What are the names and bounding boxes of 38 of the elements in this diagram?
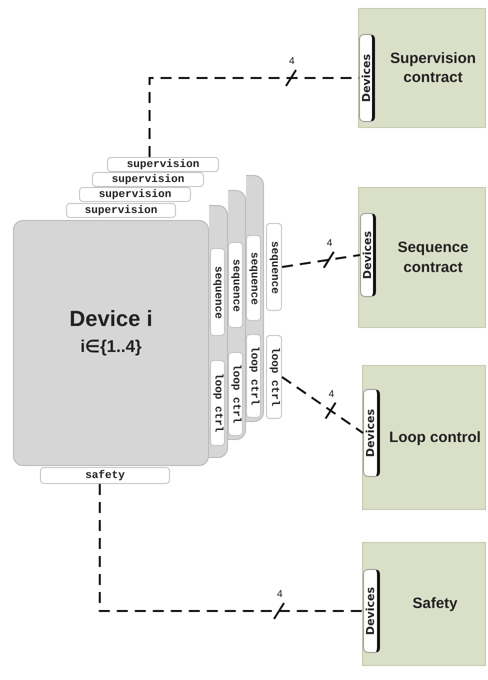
port-tab: loop ctrl	[266, 335, 282, 419]
port-tab: Devices	[363, 389, 380, 477]
port-tab: safety	[40, 467, 170, 484]
contract-box	[362, 365, 486, 510]
port-tab: sequence	[210, 248, 225, 336]
card-title: Device i	[69, 306, 153, 332]
box-title: Loop control	[389, 428, 481, 448]
port-tab: Devices	[363, 569, 380, 653]
edge-label: 4	[326, 238, 334, 249]
contract-box	[362, 542, 486, 666]
port-tab: loop ctrl	[210, 360, 225, 446]
device-card	[228, 190, 246, 440]
contract-box	[358, 187, 486, 328]
port-tab: supervision	[79, 187, 191, 202]
port-tab: loop ctrl	[228, 352, 243, 436]
port-tab: sequence	[266, 223, 282, 311]
port-tab: supervision	[66, 203, 176, 218]
box-title: Sequence contract	[396, 238, 470, 277]
port-tab: loop ctrl	[246, 334, 261, 418]
card-subtitle: i∈{1..4}	[80, 336, 142, 357]
port-tab: supervision	[92, 172, 204, 187]
edge-label: 4	[276, 589, 284, 600]
port-tab: Devices	[359, 34, 375, 122]
device-card	[209, 205, 228, 458]
box-title: Supervision contract	[389, 48, 477, 88]
connector	[281, 376, 364, 434]
port-tab: supervision	[107, 157, 219, 172]
connector	[98, 484, 363, 612]
edge-label: 4	[328, 388, 336, 400]
device-card	[246, 175, 264, 422]
port-tab: Devices	[360, 213, 376, 297]
box-title: Safety	[412, 594, 458, 614]
device-card	[13, 220, 209, 466]
port-tab: sequence	[228, 242, 243, 328]
contract-box	[358, 8, 486, 128]
edge-label: 4	[288, 56, 296, 67]
connector	[148, 77, 359, 157]
port-tab: sequence	[246, 235, 261, 321]
